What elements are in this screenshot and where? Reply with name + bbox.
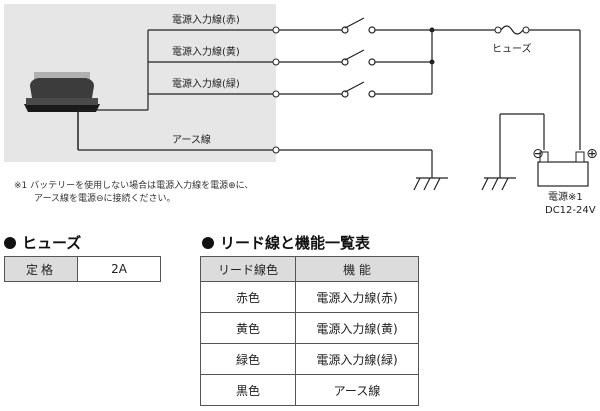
table-row: 黄色 電源入力線(黄) — [200, 312, 419, 344]
wiring-diagram: ⊖ ⊕ 電源入力線(赤) 電源入力線(黄) 電源入力線(緑) アース線 ヒューズ… — [4, 4, 598, 216]
footnote: ※1 バッテリーを使用しない場合は電源入力線を電源⊕に、 アース線を電源⊖に接続… — [14, 180, 314, 206]
footnote-line-2: アース線を電源⊖に接続ください。 — [34, 194, 176, 204]
fuse-table: 定格 2A — [4, 256, 161, 282]
ground-icon — [481, 177, 516, 191]
fuse-rating-value: 2A — [77, 256, 161, 282]
ground-icon — [413, 177, 448, 191]
table-row: 黒色 アース線 — [200, 374, 419, 406]
switch-icon — [341, 49, 376, 66]
lead-function-table: リード線色 機 能 赤色 電源入力線(赤) 黄色 電源入力線(黄) 緑色 電源入… — [200, 256, 419, 406]
switch-icon — [341, 81, 376, 98]
battery-plus-symbol: ⊕ — [586, 146, 598, 162]
lead-function-cell: アース線 — [295, 374, 419, 406]
fuse-title-text: ヒューズ — [22, 234, 82, 252]
wire-label-yellow: 電源入力線(黄) — [172, 45, 240, 58]
lead-function-cell: 電源入力線(赤) — [295, 281, 419, 313]
fuse-rating-header: 定格 — [4, 256, 78, 282]
power-voltage: DC12-24V — [545, 205, 596, 216]
fuse-section-title: ヒューズ — [4, 232, 81, 253]
bullet-icon — [202, 237, 214, 249]
lead-function-cell: 電源入力線(黄) — [295, 312, 419, 344]
lead-color-cell: 緑色 — [200, 343, 296, 375]
lead-color-cell: 黒色 — [200, 374, 296, 406]
power-label: 電源※1 — [548, 190, 583, 203]
wire-label-green: 電源入力線(緑) — [172, 77, 240, 90]
battery-icon — [537, 151, 589, 187]
fuse-label: ヒューズ — [492, 42, 532, 55]
lead-function-cell: 電源入力線(緑) — [295, 343, 419, 375]
lead-color-cell: 黄色 — [200, 312, 296, 344]
footnote-line-1: ※1 バッテリーを使用しない場合は電源入力線を電源⊕に、 — [14, 181, 254, 191]
switch-icon — [341, 17, 376, 34]
column-header: 機 能 — [295, 256, 419, 282]
lead-color-cell: 赤色 — [200, 281, 296, 313]
fuse-icon — [494, 24, 530, 36]
column-header: リード線色 — [200, 256, 296, 282]
battery-minus-symbol: ⊖ — [532, 146, 544, 162]
table-row: 緑色 電源入力線(緑) — [200, 343, 419, 375]
bullet-icon — [4, 237, 16, 249]
lead-table-title: リード線と機能一覧表 — [202, 232, 370, 253]
table-row: 赤色 電源入力線(赤) — [200, 281, 419, 313]
wire-label-ground: アース線 — [172, 133, 211, 146]
beacon-light-icon — [24, 72, 100, 150]
wire-label-red: 電源入力線(赤) — [172, 13, 240, 26]
lead-title-text: リード線と機能一覧表 — [220, 234, 371, 252]
